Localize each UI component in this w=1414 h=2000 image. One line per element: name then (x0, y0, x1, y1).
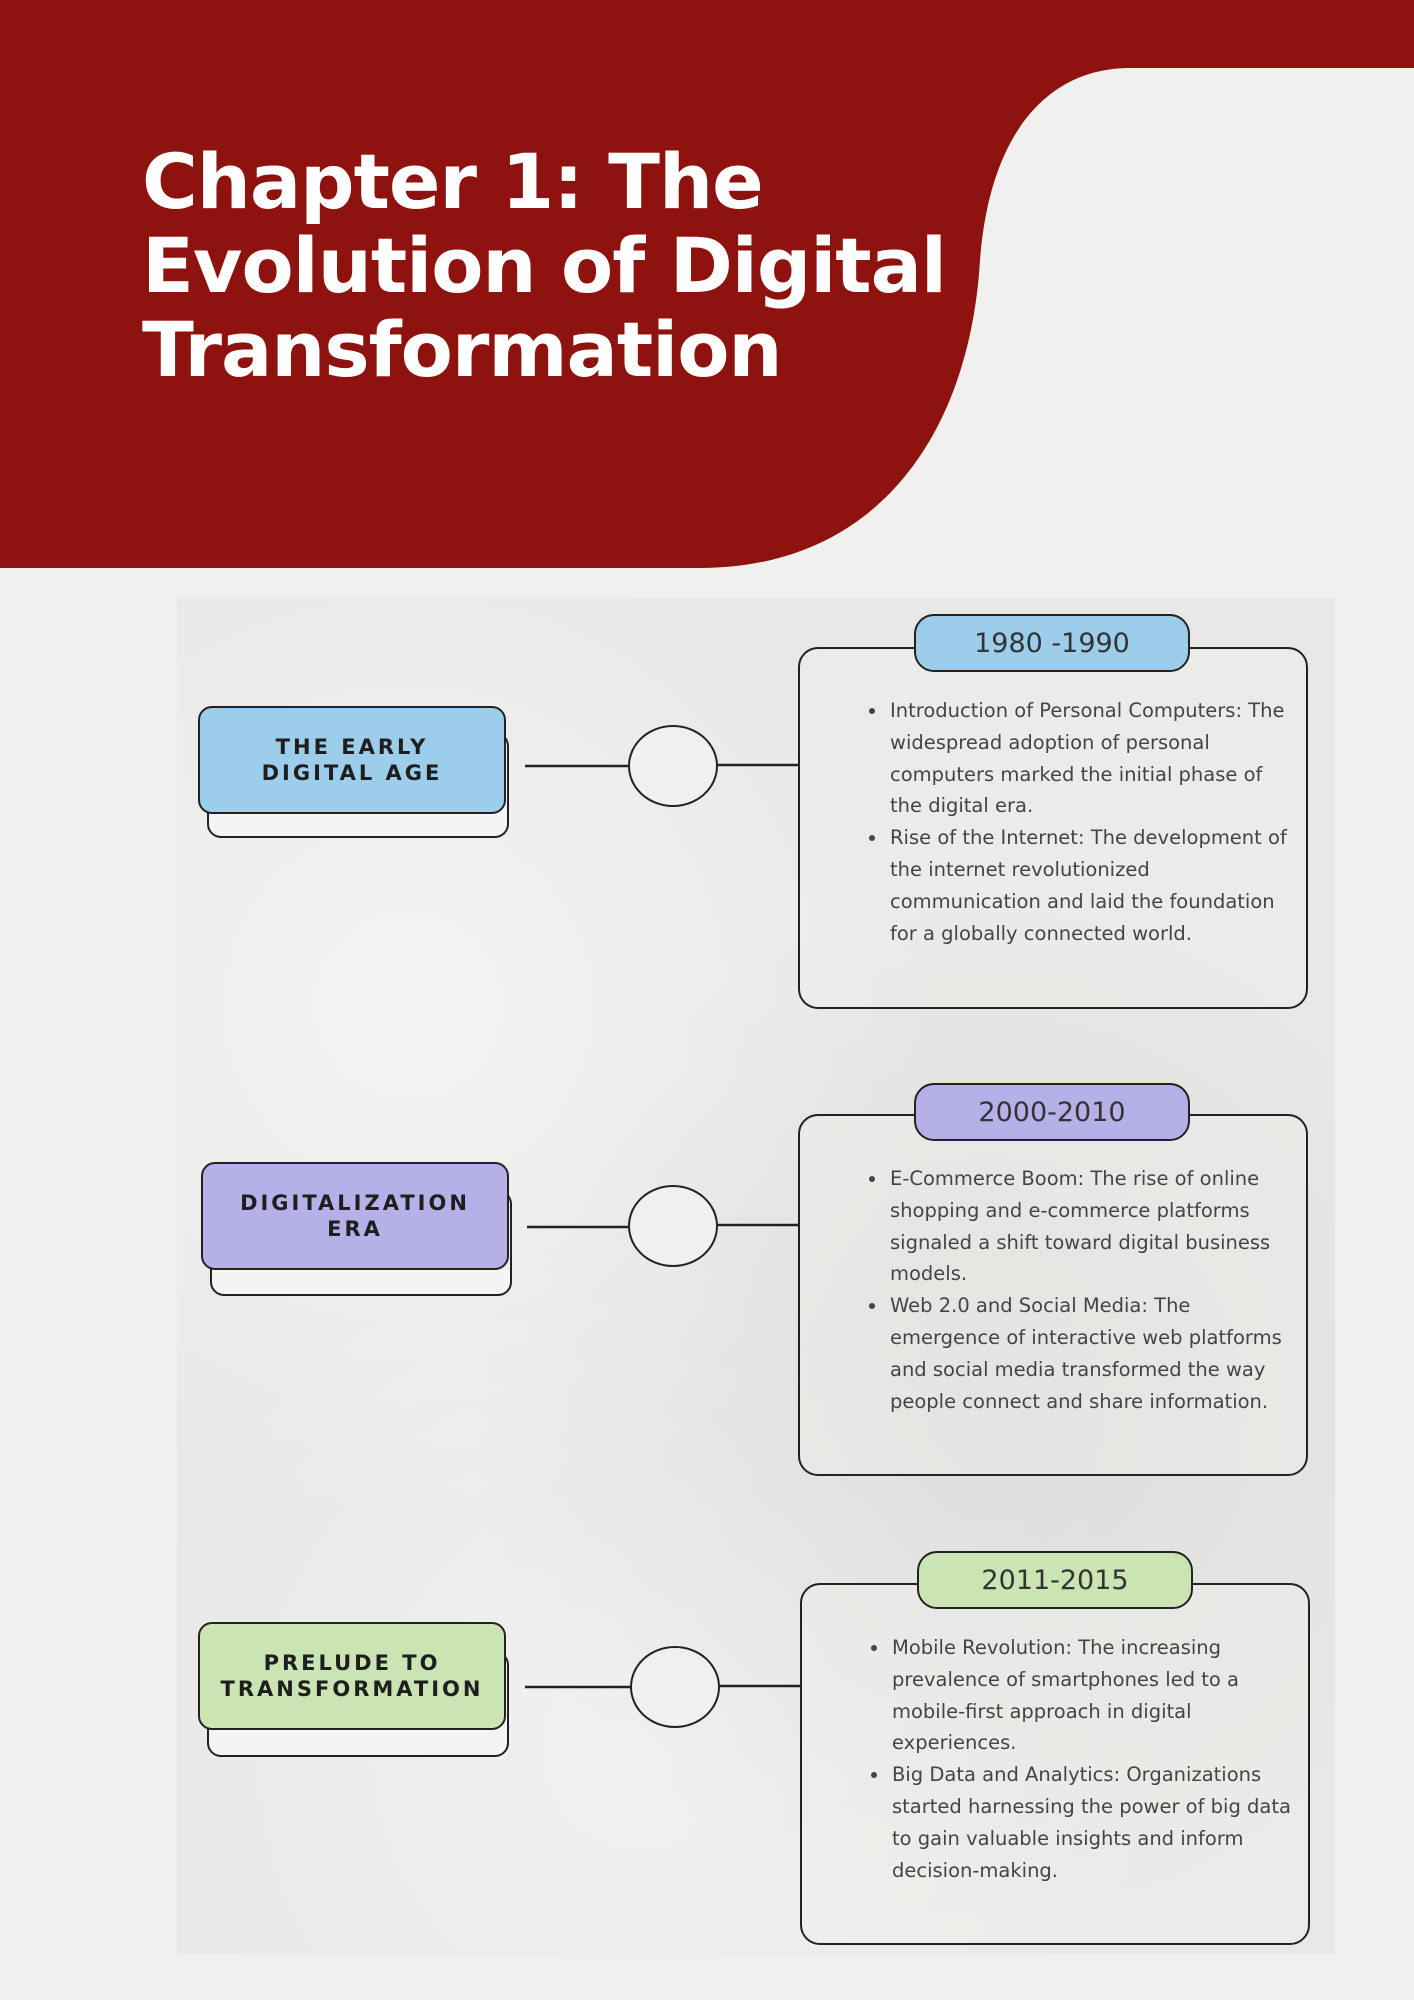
bullet-list-2011-2015: Mobile Revolution: The increasing preval… (864, 1632, 1300, 1886)
list-item: Mobile Revolution: The increasing preval… (890, 1632, 1300, 1759)
era-tag-digitalization-era: DIGITALIZATION ERA (201, 1162, 509, 1270)
era-tag-prelude-to-transformation: PRELUDE TO TRANSFORMATION (198, 1622, 506, 1730)
year-pill-1980-1990: 1980 -1990 (914, 614, 1190, 672)
chapter-title: Chapter 1: The Evolution of Digital Tran… (142, 137, 947, 394)
bullet-list-2000-2010: E-Commerce Boom: The rise of online shop… (862, 1163, 1298, 1417)
info-card-2000-2010 (798, 1114, 1308, 1476)
timeline-node (628, 1185, 718, 1267)
list-item: Rise of the Internet: The development of… (888, 822, 1298, 949)
header-background (0, 0, 1414, 568)
year-pill-2000-2010: 2000-2010 (914, 1083, 1190, 1141)
year-pill-2011-2015: 2011-2015 (917, 1551, 1193, 1609)
list-item: Introduction of Personal Computers: The … (888, 695, 1298, 822)
timeline-node (630, 1646, 720, 1728)
bullet-list-1980-1990: Introduction of Personal Computers: The … (862, 695, 1298, 949)
header-wave-shape (0, 0, 1414, 568)
timeline-node (628, 725, 718, 807)
era-tag-early-digital-age: THE EARLY DIGITAL AGE (198, 706, 506, 814)
list-item: Web 2.0 and Social Media: The emergence … (888, 1290, 1298, 1417)
info-card-1980-1990 (798, 647, 1308, 1009)
list-item: Big Data and Analytics: Organizations st… (890, 1759, 1300, 1886)
list-item: E-Commerce Boom: The rise of online shop… (888, 1163, 1298, 1290)
